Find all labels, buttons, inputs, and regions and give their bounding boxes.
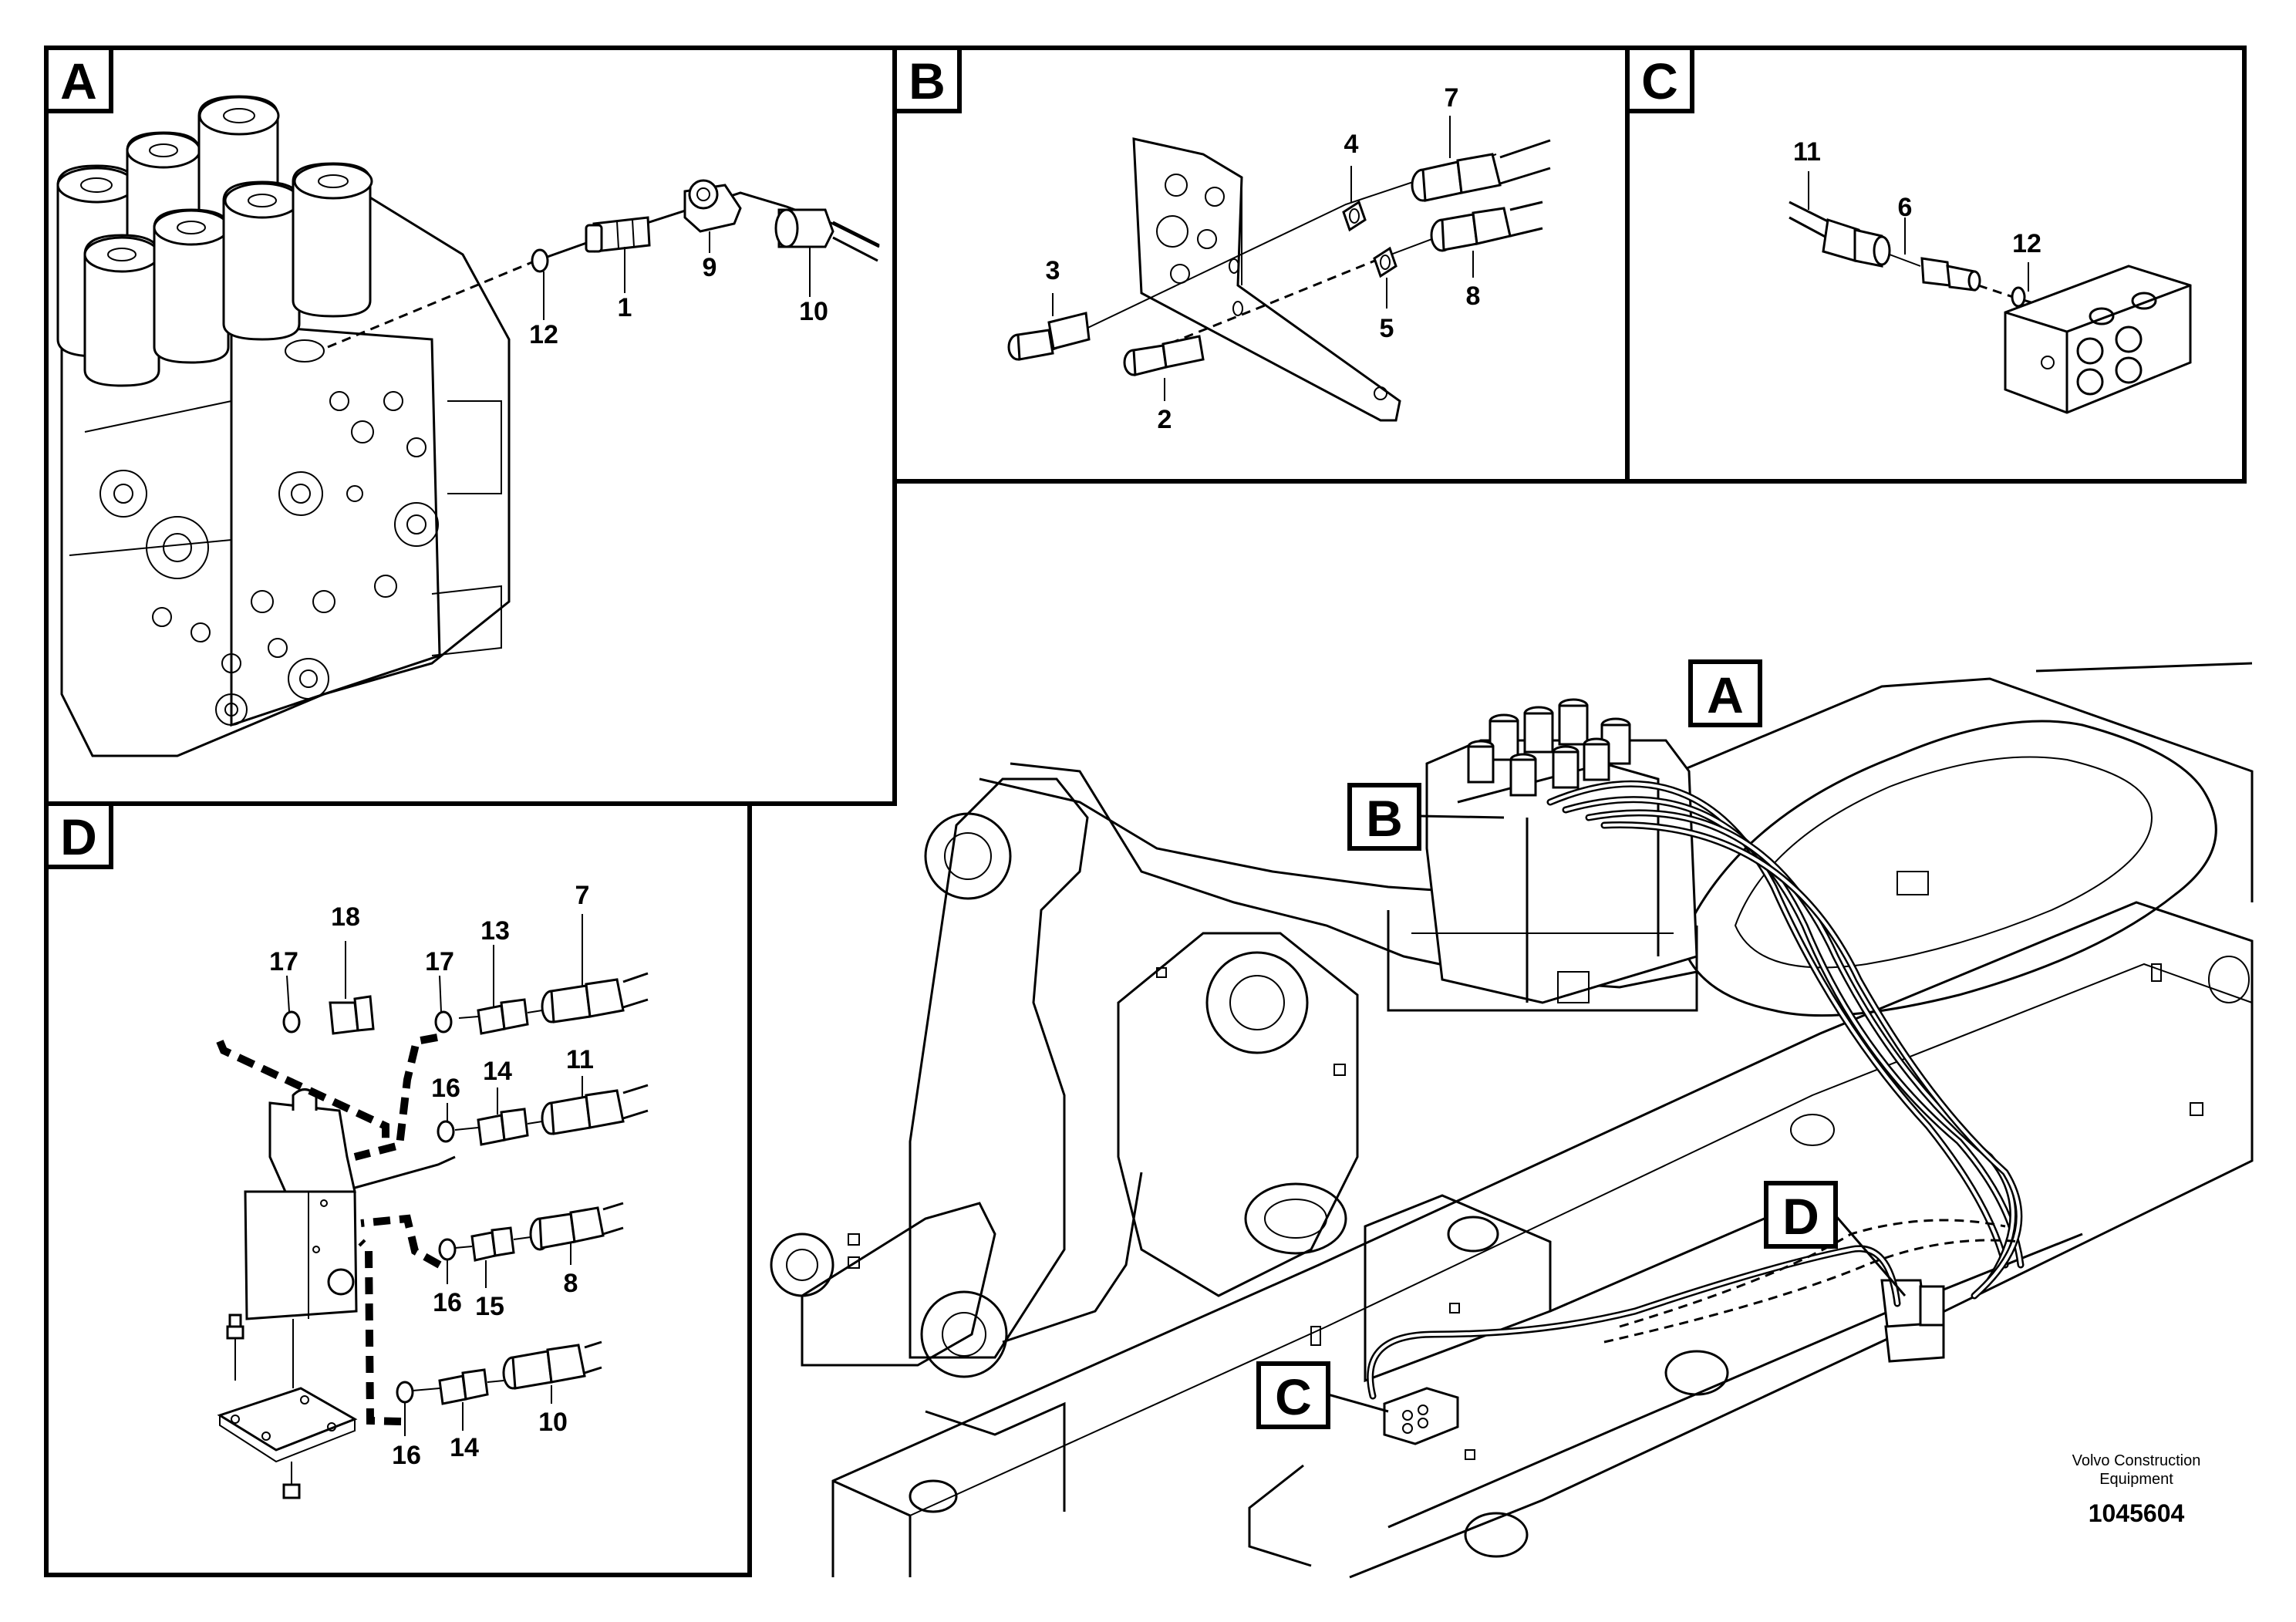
adapter-15 (470, 1226, 515, 1262)
overview-drawing (770, 662, 2254, 1579)
callout-d-17b: 17 (425, 947, 454, 976)
adapter-14a (477, 1108, 529, 1146)
panel-b-label: B (909, 52, 946, 110)
panel-a-guideline (327, 261, 533, 349)
panel-d: D (44, 801, 752, 1577)
hose-route-14-lower (358, 1239, 402, 1425)
overview-label-a: A (1688, 659, 1762, 727)
callout-d-15: 15 (475, 1292, 504, 1321)
nut-4 (1342, 200, 1367, 232)
callout-d-18: 18 (331, 902, 360, 932)
callout-d-10: 10 (538, 1408, 568, 1437)
callout-a-1: 1 (618, 293, 632, 322)
overview-label-c: C (1256, 1361, 1389, 1429)
hose-route-17-18 (216, 1040, 389, 1140)
hose-end-7-d (541, 972, 649, 1023)
svg-text:B: B (1366, 790, 1403, 847)
overview-control-valve (1387, 698, 1698, 1012)
svg-text:C: C (1275, 1368, 1312, 1425)
callout-b-4: 4 (1344, 130, 1359, 159)
hose-end-8-b (1430, 201, 1543, 252)
adapter-6 (1920, 257, 1981, 292)
hose-end-8-d (529, 1202, 624, 1251)
panel-b: B (892, 46, 1630, 484)
panel-c-label: C (1641, 52, 1678, 110)
adapter-1 (585, 216, 651, 253)
drawing-number: 1045604 (2089, 1499, 2185, 1527)
callout-b-3: 3 (1046, 256, 1060, 285)
panel-c: C (1625, 46, 2247, 484)
svg-text:A: A (1707, 666, 1744, 723)
nut-5 (1373, 246, 1397, 278)
hose-end-10 (774, 208, 880, 262)
panel-d-label: D (60, 808, 97, 865)
callout-a-10: 10 (799, 297, 828, 326)
callout-b-8: 8 (1466, 282, 1481, 311)
overview-label-b: B (1347, 783, 1505, 851)
callout-d-16a: 16 (431, 1074, 460, 1103)
callout-d-14b: 14 (450, 1433, 479, 1462)
callout-d-17a: 17 (269, 947, 298, 976)
control-valve-drawing (56, 95, 511, 757)
callout-c-11: 11 (1793, 137, 1821, 167)
overview-label-d: D (1764, 1181, 1907, 1297)
overview-small-details (848, 871, 2203, 1460)
manifold-block (2004, 265, 2192, 414)
mounting-bracket (1132, 137, 1401, 422)
callout-c-6: 6 (1898, 193, 1913, 222)
adapter-2 (1123, 335, 1205, 376)
company-name-line2: Equipment (2099, 1471, 2173, 1488)
solenoid-valve-block (244, 1088, 358, 1388)
callout-d-7: 7 (575, 881, 590, 910)
hose-end-10-d (502, 1340, 602, 1390)
company-name-line1: Volvo Construction (2072, 1452, 2201, 1469)
adapter-14b (438, 1368, 489, 1405)
hose-route-15 (360, 1214, 442, 1269)
elbow-9 (683, 179, 742, 233)
callout-c-12: 12 (2012, 229, 2041, 258)
callout-b-2: 2 (1158, 405, 1172, 434)
hose-end-7-b (1411, 139, 1551, 202)
callout-b-5: 5 (1380, 314, 1394, 343)
o-ring-16b (438, 1238, 457, 1261)
hose-end-11 (1822, 218, 1891, 268)
callout-d-14a: 14 (483, 1057, 512, 1086)
callout-d-8: 8 (564, 1269, 578, 1298)
overview-solenoid-valve (1880, 1279, 1945, 1363)
hose-end-11-d (541, 1084, 649, 1135)
footer-block: Volvo Construction Equipment 1045604 (2072, 1452, 2201, 1527)
valve-bolts (99, 391, 439, 726)
callout-d-16c: 16 (392, 1441, 421, 1470)
solenoid-group (56, 95, 373, 387)
overview-hoses (1367, 780, 2025, 1400)
o-ring-16c (396, 1381, 414, 1404)
callout-d-16b: 16 (433, 1288, 462, 1317)
svg-text:D: D (1782, 1188, 1819, 1245)
callout-a-12: 12 (529, 320, 558, 349)
panel-a: A (44, 46, 897, 806)
plug-18 (329, 995, 375, 1035)
base-plate (217, 1313, 358, 1499)
overview-manifold-block (1383, 1387, 1459, 1445)
adapter-13 (477, 998, 529, 1035)
o-ring-12-c (2011, 286, 2026, 308)
callout-b-7: 7 (1445, 83, 1459, 113)
callout-a-9: 9 (703, 253, 717, 282)
o-ring-17a (282, 1010, 301, 1034)
o-ring-17b (434, 1010, 453, 1034)
hose-route-17-13 (353, 1034, 438, 1161)
callout-d-13: 13 (480, 916, 510, 946)
o-ring-12 (531, 248, 549, 273)
callout-d-11: 11 (566, 1045, 594, 1074)
o-ring-16a (437, 1120, 455, 1143)
adapter-3 (1007, 312, 1091, 361)
panel-a-label: A (60, 52, 97, 110)
